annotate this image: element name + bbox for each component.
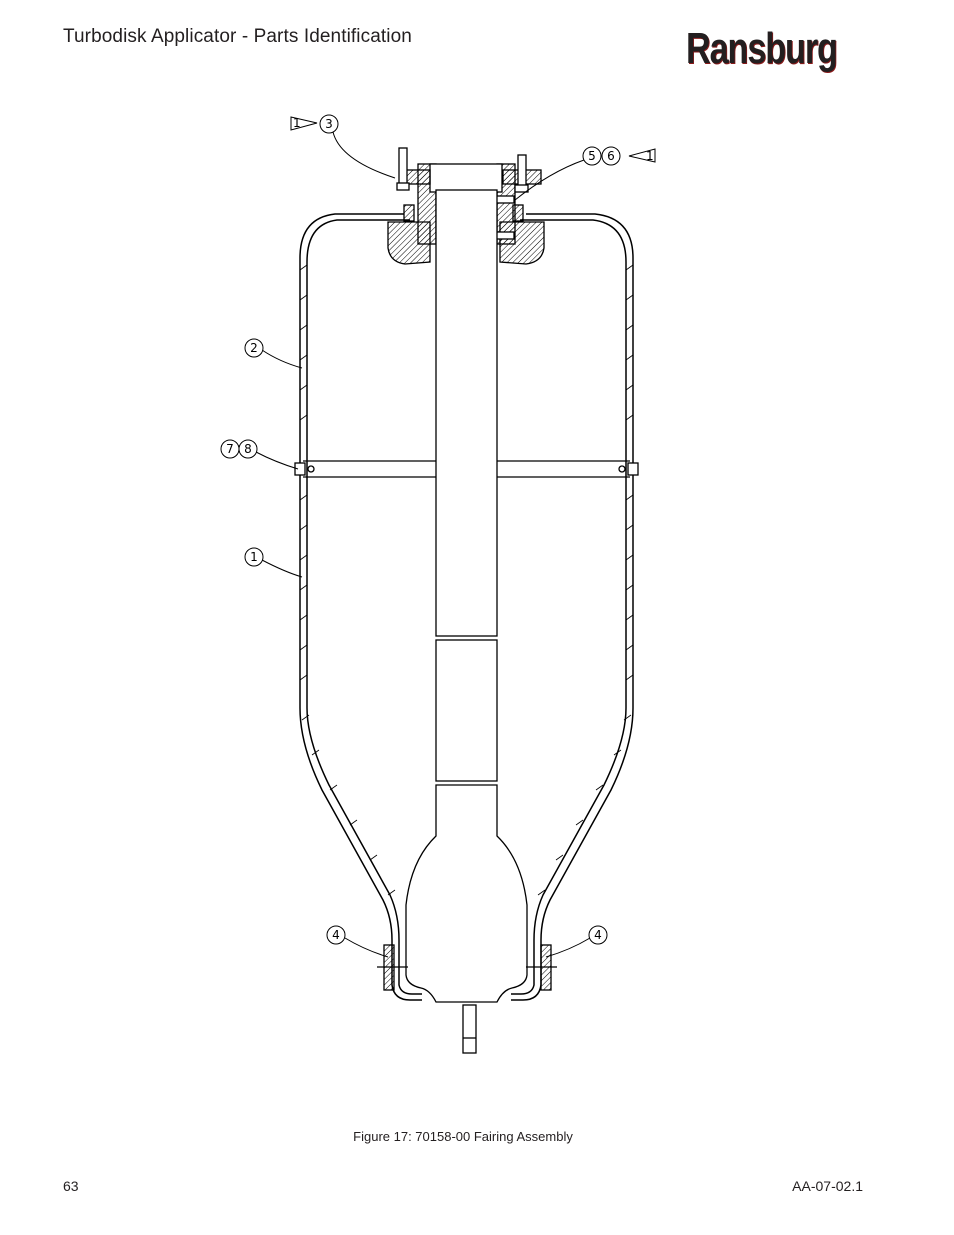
fairing-shell	[299, 213, 634, 1001]
callout-balloon	[601, 146, 621, 166]
document-code: AA-07-02.1	[792, 1178, 863, 1194]
callout-balloon	[326, 925, 346, 945]
bottom-clamps	[377, 944, 557, 991]
figure-caption: Figure 17: 70158-00 Fairing Assembly	[353, 1129, 573, 1144]
shell-hatching	[299, 264, 634, 896]
callout-8: 8	[244, 442, 252, 456]
callout-balloon	[244, 338, 264, 358]
page-number: 63	[63, 1178, 79, 1194]
callout-2: 2	[250, 341, 258, 355]
callout-5: 5	[588, 149, 596, 163]
callout-4-right: 4	[594, 928, 602, 942]
central-tube	[405, 189, 528, 1054]
note-flag-label-left: 1	[293, 116, 301, 130]
callout-balloon	[588, 925, 608, 945]
strap-band	[294, 460, 639, 478]
page-header-title: Turbodisk Applicator - Parts Identificat…	[63, 26, 412, 47]
callout-balloon	[238, 439, 258, 459]
note-flag-label-right: 1	[646, 149, 654, 163]
callout-1: 1	[250, 550, 258, 564]
note-flag-icon	[290, 116, 656, 163]
callout-7: 7	[226, 442, 234, 456]
leader-lines	[255, 131, 591, 958]
callout-4-left: 4	[332, 928, 340, 942]
callout-balloon	[319, 114, 339, 134]
callout-6: 6	[607, 149, 615, 163]
callout-balloon	[582, 146, 602, 166]
ransburg-logo: Ransburg	[686, 24, 838, 73]
callout-balloon	[244, 547, 264, 567]
top-mount	[387, 147, 545, 265]
callout-3: 3	[325, 117, 333, 131]
